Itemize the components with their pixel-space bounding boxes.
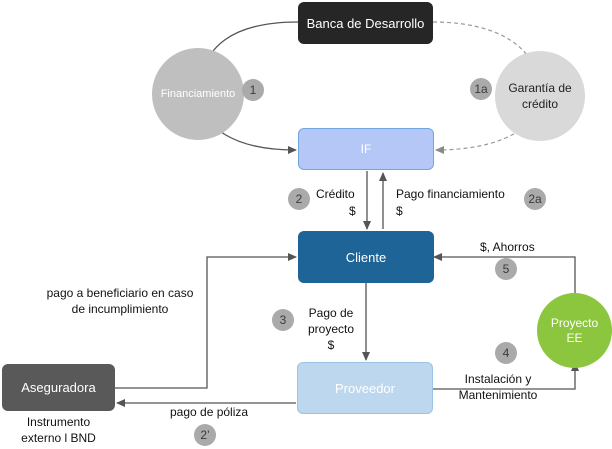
financiamiento-node: Financiamiento bbox=[152, 48, 244, 140]
step-badge-1: 1 bbox=[242, 79, 264, 101]
credito-symbol: $ bbox=[349, 204, 356, 218]
aseguradora-label: Aseguradora bbox=[21, 380, 96, 395]
aseguradora-node: Aseguradora bbox=[2, 364, 115, 411]
pago-proyecto-line2: proyecto bbox=[307, 322, 355, 336]
step-badge-2prime: 2’ bbox=[194, 424, 216, 446]
cliente-label: Cliente bbox=[345, 249, 387, 265]
pago-de-poliza-label: pago de póliza bbox=[170, 405, 249, 419]
instalacion-line2: Mantenimiento bbox=[458, 388, 538, 402]
if-label: IF bbox=[360, 142, 372, 156]
step-badge-4: 4 bbox=[495, 342, 517, 364]
instalacion-line1: Instalación y bbox=[464, 372, 532, 386]
banca-de-desarrollo-label: Banca de Desarrollo bbox=[306, 15, 425, 31]
step-badge-3: 3 bbox=[272, 309, 294, 331]
pago-proyecto-line1: Pago de bbox=[308, 306, 354, 320]
pago-financiamiento-label: Pago financiamiento bbox=[396, 187, 505, 201]
ahorros-label: $, Ahorros bbox=[480, 240, 535, 254]
garantia-de-credito-node: Garantía de crédito bbox=[495, 51, 585, 141]
proyecto-label-line1: Proyecto bbox=[550, 315, 599, 330]
instrumento-line1: Instrumento bbox=[26, 415, 91, 429]
garantia-label-line1: Garantía de bbox=[508, 81, 572, 95]
step-badge-2a: 2a bbox=[524, 188, 546, 210]
pago-beneficiario-label: pago a beneficiario en caso de incumplim… bbox=[40, 285, 200, 317]
garantia-label-line2: crédito bbox=[521, 97, 559, 111]
step-badge-2: 2 bbox=[288, 188, 310, 210]
financiamiento-label: Financiamiento bbox=[160, 88, 236, 100]
arrow-ahorros bbox=[433, 253, 576, 293]
cliente-node: Cliente bbox=[298, 231, 434, 283]
proveedor-label: Proveedor bbox=[335, 380, 395, 396]
instrumento-externo-label: Instrumento externo l BND bbox=[2, 414, 115, 446]
pago-beneficiario-line2: de incumplimiento bbox=[71, 302, 169, 316]
instalacion-mantenimiento-label: Instalación y Mantenimiento bbox=[448, 371, 548, 403]
pago-de-proyecto-label: Pago de proyecto $ bbox=[300, 305, 362, 353]
banca-de-desarrollo-node: Banca de Desarrollo bbox=[298, 2, 433, 44]
arrow-instalacion bbox=[433, 362, 579, 390]
if-node: IF bbox=[298, 128, 434, 170]
step-badge-1a: 1a bbox=[470, 78, 492, 100]
proveedor-node: Proveedor bbox=[297, 362, 433, 414]
credito-label: Crédito bbox=[316, 187, 355, 201]
pago-beneficiario-line1: pago a beneficiario en caso bbox=[46, 286, 194, 300]
pago-financiamiento-symbol: $ bbox=[396, 204, 403, 218]
instrumento-line2: externo l BND bbox=[21, 431, 96, 445]
arrow-pago-beneficiario bbox=[115, 253, 297, 389]
pago-proyecto-symbol: $ bbox=[327, 338, 335, 352]
proyecto-ee-node: Proyecto EE bbox=[537, 293, 612, 368]
proyecto-label-line2: EE bbox=[566, 330, 583, 345]
step-badge-5: 5 bbox=[495, 258, 517, 280]
